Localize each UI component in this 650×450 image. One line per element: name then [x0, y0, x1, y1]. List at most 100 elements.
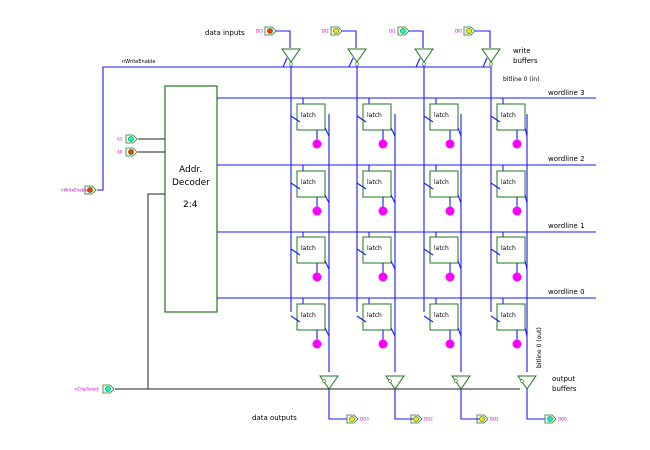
label-bitline-in: bitline 0 (in)	[503, 76, 539, 83]
memory-node	[445, 206, 455, 216]
memory-node	[378, 206, 388, 216]
memory-node	[312, 272, 322, 282]
output-buffer-inverter	[454, 379, 458, 383]
latch-cell	[296, 236, 326, 264]
latch-input-wire	[290, 248, 301, 256]
memory-node	[378, 272, 388, 282]
latch-label: latch	[501, 245, 516, 252]
memory-node	[512, 339, 522, 349]
latch-label: latch	[501, 179, 516, 186]
latch-cell	[496, 303, 526, 331]
data-output-wire	[394, 389, 413, 420]
latch-label: latch	[501, 112, 516, 119]
latch-to-bitline-wire	[524, 127, 528, 137]
latch-cell	[296, 170, 326, 198]
output-pin-do2[interactable]: DO2	[410, 414, 433, 424]
input-pin-label: DI2	[322, 29, 329, 34]
output-pin-label: DO1	[490, 417, 499, 422]
output-pin-do1[interactable]: DO1	[476, 414, 499, 424]
latch-to-bitline-wire	[324, 327, 330, 337]
decoder-label-1: Addr.	[179, 165, 202, 175]
input-pin-label: DI3	[256, 29, 263, 34]
address-pin-a1[interactable]: A1	[117, 134, 138, 144]
latch-input-wire	[423, 182, 434, 190]
memory-node	[378, 339, 388, 349]
latch-to-bitline-wire	[524, 260, 528, 270]
address-pin-label: A0	[117, 150, 123, 155]
latch-cell	[496, 236, 526, 264]
output-pin-do3[interactable]: DO3	[346, 414, 369, 424]
input-pin-di1[interactable]: DI1	[389, 26, 410, 36]
address-decoder	[164, 85, 218, 313]
latch-to-bitline-wire	[524, 194, 528, 204]
decoder-label-2: Decoder	[172, 178, 210, 188]
output-buffer-inverter	[322, 379, 326, 383]
latch-input-wire	[423, 315, 434, 323]
data-input-wire	[475, 30, 491, 48]
label-output-buffers-2: buffers	[552, 385, 577, 393]
latch-cell	[362, 236, 392, 264]
latch-input-wire	[423, 248, 434, 256]
memory-node	[512, 206, 522, 216]
control-pin-label: nWriteEnable	[61, 188, 88, 193]
data-output-wire	[526, 389, 545, 420]
memory-node	[312, 139, 322, 149]
nwrite-enable-pin[interactable]: nWriteEnable	[61, 185, 97, 195]
latch-cell	[296, 103, 326, 131]
latch-input-wire	[356, 182, 367, 190]
latch-to-bitline-wire	[457, 260, 462, 270]
latch-input-wire	[490, 115, 501, 123]
memory-node	[445, 139, 455, 149]
output-buffer-inverter	[520, 379, 524, 383]
label-nwrite-enable: nWriteEnable	[122, 59, 155, 65]
data-input-wire	[342, 30, 357, 48]
output-buffer-inverter	[388, 379, 392, 383]
memory-node	[312, 206, 322, 216]
latch-label: latch	[301, 312, 316, 319]
output-buffer	[319, 375, 339, 390]
latch-label: latch	[434, 179, 449, 186]
latch-input-wire	[290, 182, 301, 190]
wordline-label-2: wordline 2	[548, 155, 585, 163]
write-buffer	[414, 48, 434, 63]
input-pin-di0[interactable]: DI0	[455, 26, 476, 36]
decoder-label-3: 2:4	[183, 200, 198, 210]
latch-label: latch	[301, 112, 316, 119]
enable-tap-wire	[415, 57, 421, 68]
memory-node	[512, 272, 522, 282]
latch-cell	[362, 103, 392, 131]
write-buffer-inverter	[489, 62, 493, 66]
address-pin-label: A1	[117, 137, 123, 142]
write-buffer	[281, 48, 301, 63]
write-buffer-inverter	[422, 62, 426, 66]
address-pin-a0[interactable]: A0	[117, 147, 138, 157]
data-input-wire	[276, 30, 291, 48]
memory-node	[512, 139, 522, 149]
nwrite-enable-wire	[97, 66, 280, 191]
latch-input-wire	[490, 315, 501, 323]
latch-cell	[496, 170, 526, 198]
input-pin-di3[interactable]: DI3	[256, 26, 277, 36]
control-pin-label: nChipSelect	[75, 387, 99, 392]
circuit-layer: latch latch latch latch latch latch latch latch…	[97, 30, 596, 420]
latch-cell	[362, 303, 392, 331]
memory-node	[445, 339, 455, 349]
write-buffer	[481, 48, 501, 63]
label-output-buffers-1: output	[552, 375, 575, 383]
nchip-select-pin[interactable]: nChipSelect	[75, 384, 115, 394]
latch-label: latch	[367, 179, 382, 186]
input-pin-label: DI0	[455, 29, 462, 34]
latch-cell	[429, 236, 459, 264]
wordline-label-0: wordline 0	[548, 288, 585, 296]
input-pin-di2[interactable]: DI2	[322, 26, 343, 36]
latch-label: latch	[367, 112, 382, 119]
latch-to-bitline-wire	[390, 327, 396, 337]
enable-tap-wire	[282, 57, 288, 68]
latch-to-bitline-wire	[390, 127, 396, 137]
memory-node	[378, 139, 388, 149]
latch-cell	[362, 170, 392, 198]
latch-cell	[296, 303, 326, 331]
output-pin-do0[interactable]: DO0	[544, 414, 567, 424]
latch-to-bitline-wire	[457, 127, 462, 137]
